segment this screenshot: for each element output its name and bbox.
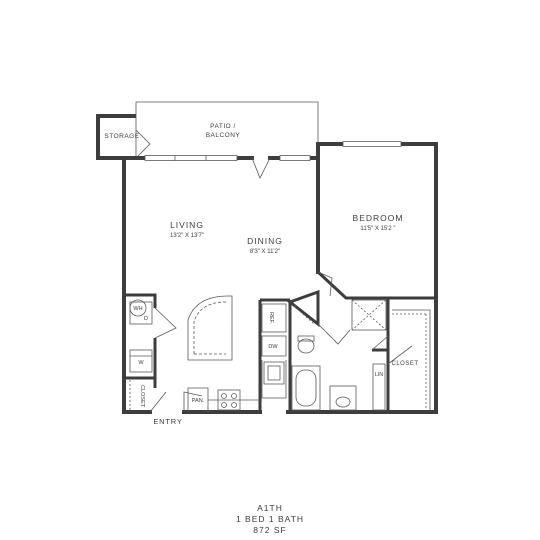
bathtub-icon bbox=[291, 365, 321, 411]
bedroom-closet bbox=[392, 309, 431, 410]
kitchen-counters bbox=[187, 303, 287, 412]
dishwasher-icon bbox=[261, 335, 287, 357]
hall-closet bbox=[286, 289, 320, 328]
storage-room bbox=[96, 114, 151, 160]
washer-label: W bbox=[138, 360, 144, 366]
living-label: LIVING bbox=[170, 220, 204, 230]
unit-name: A1TH bbox=[257, 503, 283, 513]
stove-icon bbox=[217, 389, 241, 411]
windows bbox=[144, 141, 402, 161]
dining-dimensions: 8'3" X 11'2" bbox=[250, 249, 280, 255]
toilet-icon bbox=[297, 338, 315, 354]
shower-icon bbox=[351, 299, 387, 331]
patio-door[interactable] bbox=[251, 157, 271, 179]
bedroom-label: BEDROOM bbox=[353, 213, 404, 223]
dryer-icon bbox=[129, 301, 153, 325]
dryer-label: D bbox=[144, 316, 148, 322]
coat-closet-label: CLOSET bbox=[139, 385, 145, 408]
dishwasher-label: DW bbox=[268, 344, 278, 350]
bathroom bbox=[291, 299, 387, 411]
pantry-label: PAN. bbox=[192, 398, 205, 404]
linen-shelf-icon bbox=[372, 363, 386, 411]
unit-area: 872 SF bbox=[253, 525, 287, 535]
interior-walls bbox=[124, 270, 436, 412]
refrigerator-label: REF. bbox=[268, 312, 274, 324]
washer-icon bbox=[129, 349, 153, 373]
patio-label-2: BALCONY bbox=[206, 132, 241, 139]
unit-layout: 1 BED 1 BATH bbox=[235, 514, 305, 524]
entry-label: ENTRY bbox=[153, 417, 182, 426]
door-swings bbox=[149, 271, 413, 413]
water-heater-label: WH bbox=[133, 306, 142, 312]
kitchen-island bbox=[187, 295, 233, 361]
closet-label: CLOSET bbox=[391, 361, 418, 367]
vanity-icon bbox=[329, 385, 357, 411]
patio-label: PATIO / bbox=[210, 123, 236, 130]
storage-label: STORAGE bbox=[104, 133, 139, 140]
linen-label: LIN bbox=[375, 372, 384, 378]
kitchen-sink-icon bbox=[263, 361, 285, 385]
bedroom-dimensions: 11'5" X 15'2 " bbox=[360, 226, 395, 232]
patio-balcony bbox=[135, 101, 319, 160]
refrigerator-icon bbox=[261, 303, 287, 333]
exterior-walls bbox=[122, 142, 438, 414]
laundry bbox=[129, 299, 153, 373]
dining-label: DINING bbox=[247, 236, 283, 246]
living-dimensions: 13'2" X 13'7" bbox=[170, 233, 204, 239]
